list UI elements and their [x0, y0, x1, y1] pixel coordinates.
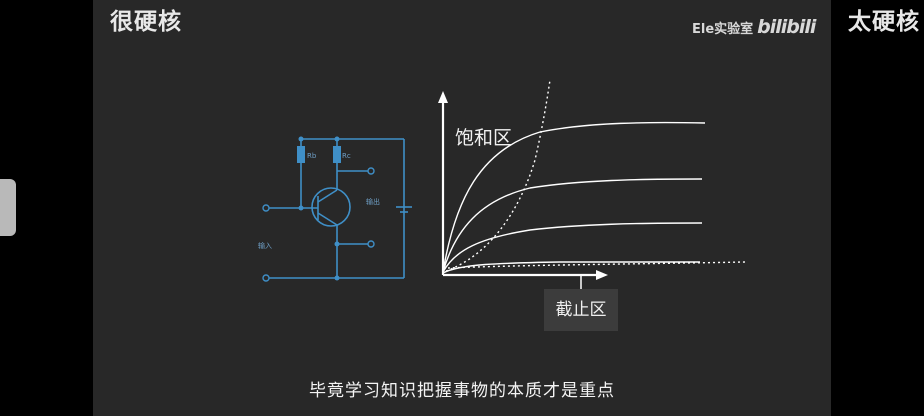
output-label: 输出 — [366, 197, 380, 206]
output-curve — [442, 261, 700, 274]
cutoff-region-label: 截止区 — [555, 300, 607, 320]
output-curve — [442, 121, 706, 273]
circuit-terminals — [262, 167, 375, 282]
input-label: 输入 — [258, 241, 272, 250]
junction-dot — [334, 241, 340, 247]
circuit-components — [297, 136, 341, 281]
saturation-boundary — [445, 79, 551, 272]
saturation-region-label: 饱和区 — [455, 127, 513, 149]
junction-dot — [298, 136, 304, 142]
video-frame[interactable] — [93, 0, 831, 416]
resistor-rc — [333, 146, 341, 163]
rc-label: Rc — [342, 152, 351, 160]
output-terminal — [367, 240, 375, 248]
bilibili-logo: bilibili — [757, 16, 816, 38]
junction-dot — [334, 275, 340, 281]
channel-name: Ele实验室 — [692, 21, 754, 37]
resistor-rb — [297, 146, 305, 163]
input-terminal — [262, 274, 270, 282]
junction-dot — [334, 136, 340, 142]
cutoff-boundary — [447, 261, 746, 269]
junction-dot — [298, 205, 304, 211]
cutoff-label-box — [544, 289, 618, 331]
y-axis-arrow — [438, 91, 448, 103]
input-terminal — [262, 204, 270, 212]
next-item-label[interactable]: 太硬核 — [848, 9, 920, 35]
x-axis-arrow — [596, 270, 608, 280]
rb-label: Rb — [307, 152, 317, 160]
chart-axes — [441, 98, 601, 277]
output-terminal — [367, 167, 375, 175]
video-subtitle: 毕竟学习知识把握事物的本质才是重点 — [309, 381, 615, 401]
transistor-circuit — [268, 138, 412, 279]
output-curves — [442, 121, 706, 274]
prev-item-label[interactable]: 很硬核 — [110, 9, 182, 35]
output-curve — [442, 178, 703, 273]
output-curve — [442, 222, 703, 273]
channel-watermark: Ele实验室 bilibili — [692, 16, 816, 38]
drawer-handle[interactable] — [0, 179, 16, 236]
